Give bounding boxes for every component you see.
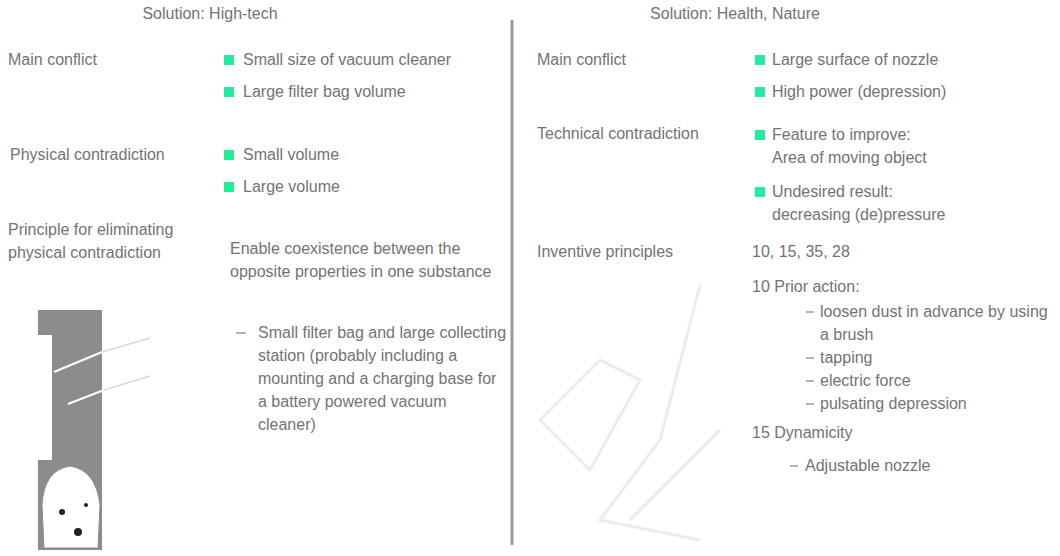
label-text: 10, 15, 35, 28: [752, 240, 850, 263]
square-bullet: [224, 87, 234, 97]
label-text: Inventive principles: [537, 240, 673, 263]
dash-marker: [806, 380, 814, 382]
label-text: Large filter bag volume: [243, 80, 406, 103]
station-body: [38, 310, 102, 550]
station-slot: [38, 335, 52, 460]
label-text: Physical contradiction: [10, 143, 165, 166]
station-line: [68, 390, 104, 404]
vacuum-outline: [540, 360, 640, 470]
robot-cleaner: [42, 466, 100, 548]
square-bullet: [755, 187, 765, 197]
label-text: electric force: [820, 369, 911, 392]
label-text: decreasing (de)pressure: [772, 203, 945, 226]
label-text: Solution: High-tech: [100, 2, 320, 25]
label-text: Technical contradiction: [537, 122, 699, 145]
label-text: Small size of vacuum cleaner: [243, 48, 451, 71]
station-line: [102, 338, 150, 352]
vacuum-illustration: [540, 285, 720, 540]
square-bullet: [224, 182, 234, 192]
station-line: [104, 376, 150, 390]
dash-marker: [806, 403, 814, 405]
label-text: Principle for eliminating physical contr…: [8, 218, 223, 264]
vacuum-outline: [630, 430, 720, 520]
square-bullet: [755, 87, 765, 97]
label-text: Area of moving object: [772, 146, 927, 169]
dash-marker: [806, 357, 814, 359]
dash-group: [236, 312, 814, 466]
label-text: Feature to improve:: [772, 123, 911, 146]
label-text: Main conflict: [537, 48, 626, 71]
dash-marker: [236, 332, 246, 334]
robot-dot: [74, 528, 82, 536]
dash-marker: [790, 465, 798, 467]
square-bullet: [755, 130, 765, 140]
square-bullet: [224, 150, 234, 160]
bullet-group: [224, 55, 765, 197]
square-bullet: [224, 55, 234, 65]
label-text: Enable coexistence between the opposite …: [230, 237, 492, 283]
label-text: Main conflict: [8, 48, 97, 71]
label-text: Small volume: [243, 143, 339, 166]
label-text: pulsating depression: [820, 392, 967, 415]
label-text: Undesired result:: [772, 180, 893, 203]
label-text: loosen dust in advance by using a brush: [820, 300, 1050, 346]
label-text: Solution: Health, Nature: [620, 2, 850, 25]
label-text: 15 Dynamicity: [752, 421, 852, 444]
column-divider: [511, 20, 514, 545]
robot-dot: [59, 509, 65, 515]
dash-marker: [806, 311, 814, 313]
label-text: Large surface of nozzle: [772, 48, 938, 71]
station-line: [54, 352, 102, 372]
robot-dot: [84, 503, 88, 507]
label-text: 10 Prior action:: [752, 275, 860, 298]
station-illustration: [38, 310, 150, 550]
square-bullet: [755, 55, 765, 65]
label-text: Large volume: [243, 175, 340, 198]
label-text: Small filter bag and large collecting st…: [258, 321, 508, 436]
label-text: High power (depression): [772, 80, 946, 103]
label-text: Adjustable nozzle: [805, 454, 930, 477]
label-text: tapping: [820, 346, 873, 369]
